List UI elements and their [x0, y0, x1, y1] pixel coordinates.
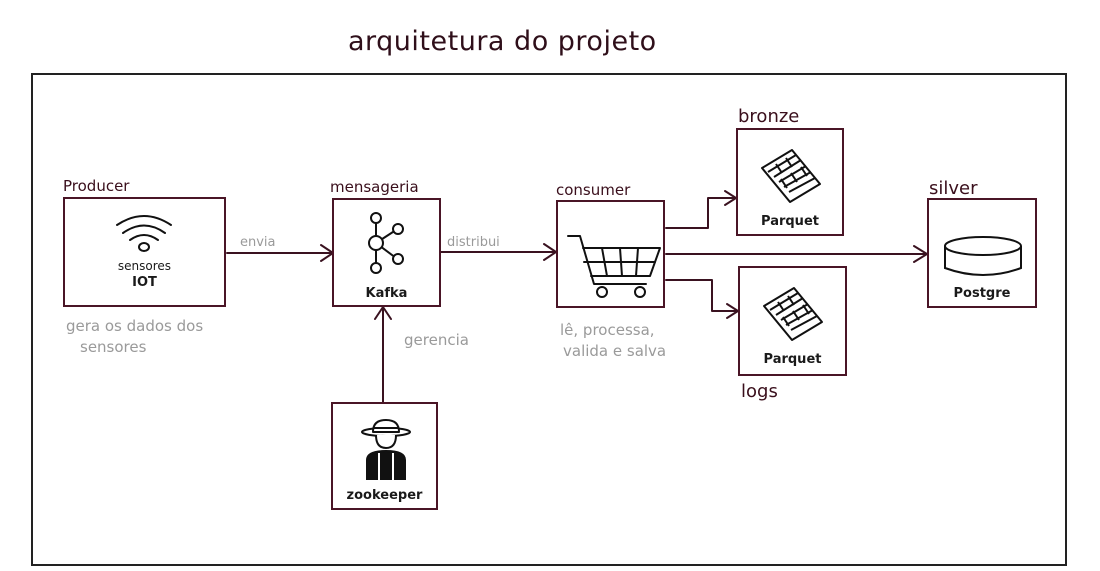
- zookeeper-label: zookeeper: [346, 488, 423, 503]
- producer-label: Producer: [63, 177, 130, 195]
- edge-label-distribui: distribui: [447, 235, 500, 250]
- logs-parquet-label: Parquet: [763, 352, 822, 367]
- producer-box: sensores IOT: [63, 197, 226, 307]
- edge-logs: [665, 279, 738, 312]
- edge-bronze: [665, 197, 736, 229]
- producer-note-1: gera os dados dos: [66, 317, 204, 335]
- logs-box: Parquet: [738, 266, 847, 376]
- logs-label: logs: [741, 381, 778, 402]
- kafka-label: Kafka: [365, 286, 408, 301]
- producer-iot: IOT: [132, 275, 157, 290]
- parquet-icon: [763, 287, 823, 341]
- silver-box: Postgre: [927, 198, 1037, 308]
- kafka-icon: [368, 212, 404, 274]
- consumer-note-2: valida e salva: [563, 342, 667, 360]
- diagram-frame: [31, 73, 1067, 566]
- bronze-parquet-label: Parquet: [761, 214, 819, 229]
- consumer-note-1: lê, processa,: [560, 321, 655, 339]
- consumer-box: [556, 200, 665, 308]
- shopping-cart-icon: [567, 235, 661, 298]
- zookeeper-box: zookeeper: [331, 402, 438, 510]
- silver-postgre-label: Postgre: [953, 286, 1011, 301]
- edge-label-gerencia: gerencia: [404, 331, 469, 349]
- database-icon: [944, 236, 1022, 276]
- kafka-box: Kafka: [332, 198, 441, 307]
- producer-note-2: sensores: [80, 338, 147, 356]
- parquet-icon: [761, 149, 821, 203]
- edge-label-envia: envia: [240, 235, 276, 250]
- diagram-title: arquitetura do projeto: [348, 26, 657, 57]
- bronze-label: bronze: [738, 106, 800, 127]
- bronze-box: Parquet: [736, 128, 844, 236]
- silver-label: silver: [929, 178, 978, 199]
- wifi-icon: [116, 215, 172, 252]
- zookeeper-icon: [361, 419, 411, 480]
- producer-sensores: sensores: [117, 259, 172, 273]
- mensageria-label: mensageria: [330, 178, 419, 196]
- arrowhead-gerencia: [374, 306, 392, 320]
- consumer-label: consumer: [556, 181, 631, 199]
